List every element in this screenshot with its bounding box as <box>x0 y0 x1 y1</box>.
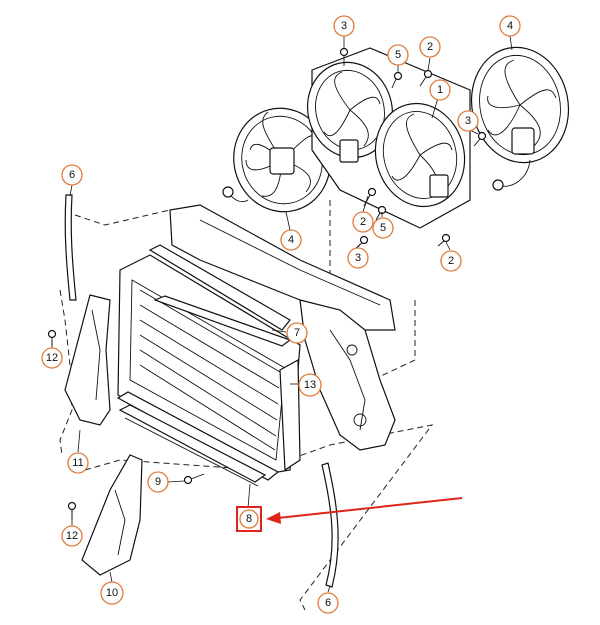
bolt-top-3 <box>339 47 349 66</box>
callout-4-right: 4 <box>499 15 521 37</box>
side-bracket <box>279 358 301 472</box>
callout-1: 1 <box>429 79 451 101</box>
svg-text:11: 11 <box>72 457 83 469</box>
lock-carrier-frame <box>169 204 396 451</box>
svg-text:12: 12 <box>46 352 58 364</box>
svg-text:6: 6 <box>69 169 75 181</box>
bolt-top-5 <box>391 71 403 89</box>
callout-12-bottom: 12 <box>61 525 83 547</box>
callout-12-top: 12 <box>41 347 63 369</box>
svg-text:8: 8 <box>246 513 252 525</box>
bolt-right-3 <box>473 131 487 147</box>
left-fan <box>222 107 331 213</box>
callouts: 3 5 2 1 4 3 6 4 2 5 3 2 7 12 13 11 9 8 1… <box>41 15 521 614</box>
bolt-top-2 <box>419 69 433 87</box>
highlight-arrow <box>266 497 463 524</box>
callout-3-right: 3 <box>457 110 479 132</box>
callout-13: 13 <box>298 373 322 397</box>
svg-text:10: 10 <box>106 587 118 599</box>
svg-text:5: 5 <box>380 222 386 234</box>
svg-text:2: 2 <box>448 255 454 267</box>
svg-text:1: 1 <box>437 84 443 96</box>
svg-text:6: 6 <box>325 597 331 609</box>
svg-text:4: 4 <box>288 234 294 246</box>
svg-text:2: 2 <box>427 41 433 53</box>
callout-5-top: 5 <box>387 44 409 66</box>
bottom-seal-strip <box>118 404 267 487</box>
callout-2-mid: 2 <box>352 211 374 233</box>
callout-6-bottom: 6 <box>317 592 339 614</box>
callout-11: 11 <box>67 452 89 474</box>
svg-text:3: 3 <box>355 252 361 264</box>
leader-lines <box>51 35 513 593</box>
upper-left-air-duct <box>64 294 111 426</box>
svg-text:9: 9 <box>155 476 161 488</box>
callout-9: 9 <box>147 471 169 493</box>
bolt-right-2 <box>437 233 451 247</box>
lower-left-air-duct <box>81 454 143 576</box>
svg-text:5: 5 <box>395 49 401 61</box>
bolt-mid-3 <box>355 235 369 249</box>
callout-2-right: 2 <box>440 250 462 272</box>
lower-hose <box>321 462 339 588</box>
svg-text:3: 3 <box>465 115 471 127</box>
callout-8-highlighted: 8 <box>236 506 262 532</box>
svg-text:2: 2 <box>360 216 366 228</box>
callout-4-left: 4 <box>280 229 302 251</box>
right-fan <box>470 46 570 191</box>
callout-3-top: 3 <box>333 15 355 37</box>
callout-7: 7 <box>286 322 308 344</box>
callout-10: 10 <box>100 581 124 605</box>
bolt-9 <box>183 473 205 485</box>
svg-text:3: 3 <box>341 20 347 32</box>
svg-text:4: 4 <box>507 20 513 32</box>
upper-hose <box>64 194 77 301</box>
svg-text:13: 13 <box>304 379 316 391</box>
svg-text:12: 12 <box>66 530 78 542</box>
callout-6-top: 6 <box>61 164 83 186</box>
fan-shroud-assembly <box>306 47 471 229</box>
radiator <box>116 244 301 481</box>
svg-text:7: 7 <box>294 327 300 339</box>
callout-3-mid: 3 <box>347 247 369 269</box>
callout-5-mid: 5 <box>372 217 394 239</box>
callout-2-top: 2 <box>419 36 441 58</box>
